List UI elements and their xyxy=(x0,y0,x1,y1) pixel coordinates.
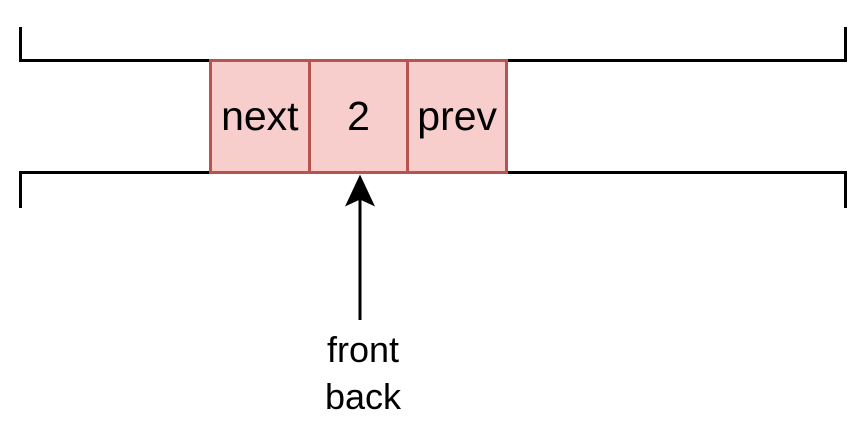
front-label: front xyxy=(326,329,400,370)
pointer-labels: front back xyxy=(283,326,443,420)
bottom-rail xyxy=(19,171,847,208)
next-pointer-label: next xyxy=(221,93,299,139)
deque-node: next 2 prev xyxy=(209,59,508,174)
node-value-label: 2 xyxy=(347,93,370,139)
node-cell-next: next xyxy=(212,62,308,171)
prev-pointer-label: prev xyxy=(417,93,498,139)
front-back-arrow xyxy=(345,174,375,320)
back-label: back xyxy=(324,376,402,417)
arrow-head-icon xyxy=(345,174,375,207)
top-rail xyxy=(19,27,847,62)
node-cell-value: 2 xyxy=(307,62,407,171)
node-cell-prev: prev xyxy=(406,62,505,171)
